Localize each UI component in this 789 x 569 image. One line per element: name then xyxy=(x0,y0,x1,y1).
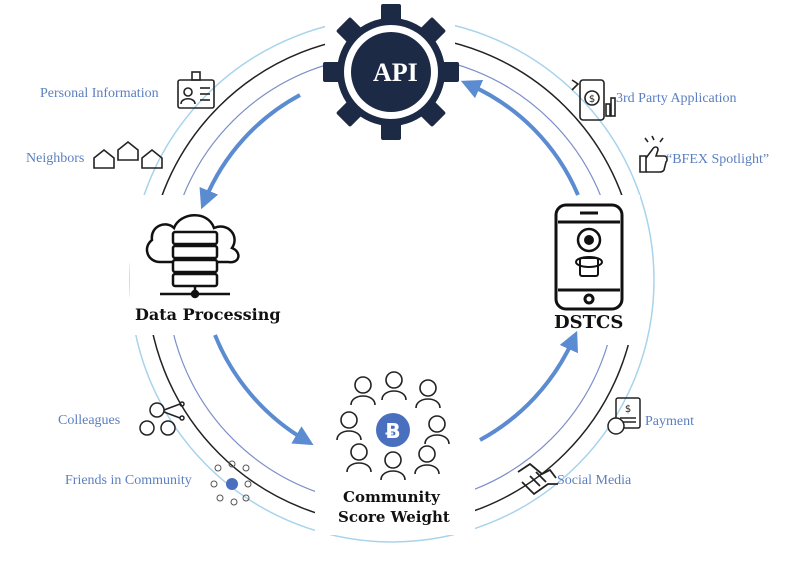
label-friends-in-community: Friends in Community xyxy=(65,473,192,488)
colleagues-network-icon xyxy=(139,401,185,436)
api-label: API xyxy=(373,58,418,87)
community-people-icon xyxy=(336,371,450,481)
bitcoin-coin-icon: Ƀ xyxy=(376,413,410,447)
api-gear-icon xyxy=(323,4,459,140)
dstcs-title: DSTCS xyxy=(554,312,624,333)
arrow-data-processing-to-community xyxy=(213,334,314,446)
server-cloud-icon xyxy=(145,214,240,299)
label-bfex-spotlight: “BFEX Spotlight” xyxy=(666,152,770,167)
handshake-icon xyxy=(517,462,558,496)
label-third-party-application: 3rd Party Application xyxy=(616,91,737,106)
community-title-line2: Score Weight xyxy=(338,508,450,526)
mobile-app-icon: $ xyxy=(571,79,616,121)
label-social-media: Social Media xyxy=(557,473,632,488)
label-colleagues: Colleagues xyxy=(58,413,121,428)
arrow-api-to-data-processing xyxy=(199,93,301,210)
label-neighbors: Neighbors xyxy=(26,151,85,166)
data-processing-title: Data Processing xyxy=(135,305,281,324)
id-card-icon xyxy=(177,71,215,109)
friends-community-icon xyxy=(210,460,252,506)
svg-text:$: $ xyxy=(589,94,595,105)
arrow-community-to-dstcs xyxy=(479,330,578,442)
svg-text:Ƀ: Ƀ xyxy=(385,419,400,443)
arrow-dstcs-to-api xyxy=(460,79,580,196)
community-title-line1: Community xyxy=(343,488,440,506)
phone-icon xyxy=(554,203,624,311)
thumbs-up-icon xyxy=(639,135,668,173)
label-payment: Payment xyxy=(645,414,694,429)
label-personal-information: Personal Information xyxy=(40,86,159,101)
houses-icon xyxy=(93,140,163,169)
svg-text:$: $ xyxy=(625,404,631,415)
payment-receipt-icon: $ xyxy=(607,397,641,435)
